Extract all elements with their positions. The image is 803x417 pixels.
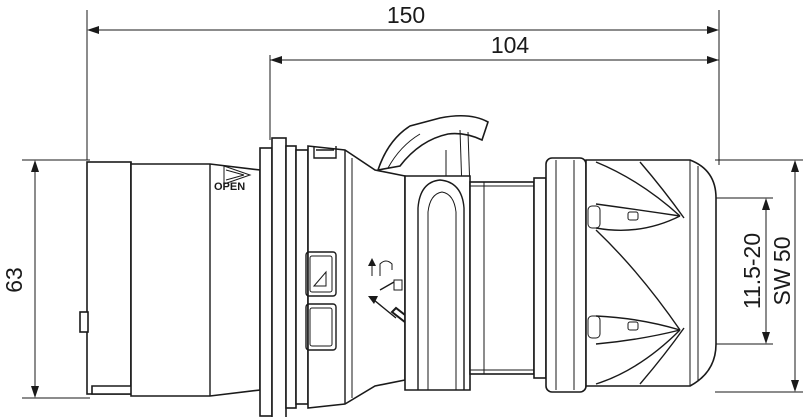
height-label: 63 (1, 267, 27, 293)
connector-plug: OPEN (79, 114, 717, 417)
dimension-height: 63 (1, 159, 90, 399)
open-marker: OPEN (214, 165, 252, 193)
sleeve (130, 163, 261, 397)
gland-nut (585, 159, 717, 387)
neck-tube (469, 181, 535, 375)
latch-windows (305, 251, 337, 351)
socket-section (404, 150, 471, 391)
wrench-size-label: SW 50 (769, 236, 795, 305)
main-body (307, 145, 406, 409)
open-label: OPEN (214, 181, 245, 193)
dimension-overall-length: 150 (86, 2, 720, 165)
dimension-inner-length: 104 (269, 32, 719, 140)
overall-length-label: 150 (387, 2, 425, 28)
dimension-cable-and-wrench: 11.5-20 SW 50 (700, 159, 803, 393)
cable-range-label: 11.5-20 (739, 233, 765, 309)
flange-rings (259, 137, 309, 417)
gland-ring (533, 157, 587, 393)
front-cap (79, 161, 152, 395)
inner-length-label: 104 (491, 32, 530, 58)
release-symbols (368, 258, 416, 328)
